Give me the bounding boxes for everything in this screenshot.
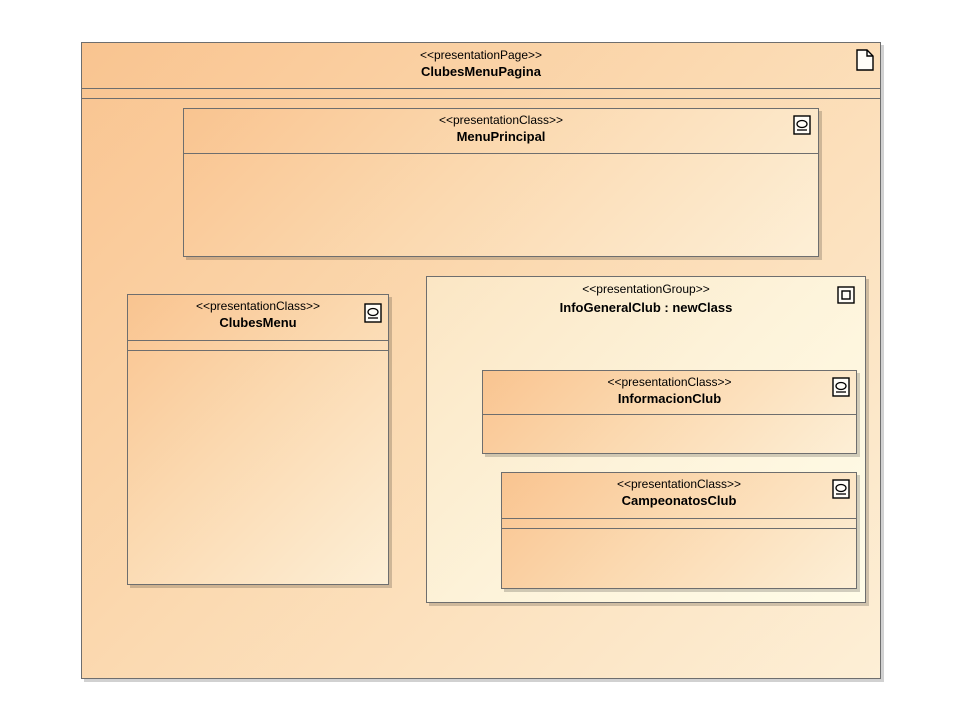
informacion-club-name: InformacionClub xyxy=(617,391,722,406)
campeonatos-club-divider-2 xyxy=(502,528,856,529)
clubes-menu-name: ClubesMenu xyxy=(219,315,297,330)
info-group-name: InfoGeneralClub : newClass xyxy=(559,300,733,315)
campeonatos-club-header: <<presentationClass>> CampeonatosClub xyxy=(502,476,856,510)
info-group-stereotype: <<presentationGroup>> xyxy=(582,282,710,296)
class-campeonatos-club[interactable]: <<presentationClass>> CampeonatosClub xyxy=(501,472,857,589)
page-name: ClubesMenuPagina xyxy=(421,64,541,79)
presentation-group-icon xyxy=(837,286,855,304)
menu-principal-name: MenuPrincipal xyxy=(456,129,546,144)
page-stereotype: <<presentationPage>> xyxy=(419,48,543,62)
presentation-class-icon xyxy=(364,303,382,323)
clubes-menu-header: <<presentationClass>> ClubesMenu xyxy=(128,298,388,332)
campeonatos-club-divider-1 xyxy=(502,518,856,519)
clubes-menu-stereotype: <<presentationClass>> xyxy=(195,299,321,313)
class-menu-principal[interactable]: <<presentationClass>> MenuPrincipal xyxy=(183,108,819,257)
info-group-header: <<presentationGroup>> InfoGeneralClub : … xyxy=(427,281,865,317)
page-header: <<presentationPage>> ClubesMenuPagina xyxy=(82,47,880,81)
menu-principal-divider xyxy=(184,153,818,154)
presentation-class-icon xyxy=(793,115,811,135)
menu-principal-header: <<presentationClass>> MenuPrincipal xyxy=(184,112,818,146)
campeonatos-club-stereotype: <<presentationClass>> xyxy=(616,477,742,491)
class-clubes-menu[interactable]: <<presentationClass>> ClubesMenu xyxy=(127,294,389,585)
class-informacion-club[interactable]: <<presentationClass>> InformacionClub xyxy=(482,370,857,454)
informacion-club-stereotype: <<presentationClass>> xyxy=(607,375,732,389)
presentation-class-icon xyxy=(832,479,850,499)
campeonatos-club-name: CampeonatosClub xyxy=(621,493,737,508)
page-header-divider-2 xyxy=(82,98,880,99)
presentation-class-icon xyxy=(832,377,850,397)
clubes-menu-divider-1 xyxy=(128,340,388,341)
informacion-club-header: <<presentationClass>> InformacionClub xyxy=(483,374,856,408)
menu-principal-stereotype: <<presentationClass>> xyxy=(438,113,564,127)
page-header-divider-1 xyxy=(82,88,880,89)
page-document-icon xyxy=(856,49,874,71)
clubes-menu-divider-2 xyxy=(128,350,388,351)
informacion-club-divider xyxy=(483,414,856,415)
